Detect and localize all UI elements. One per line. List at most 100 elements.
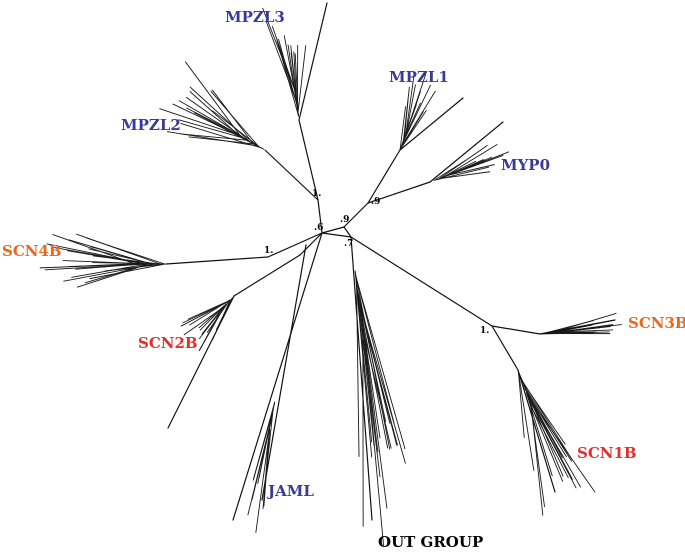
branch-outgroup xyxy=(350,236,373,521)
clade-label-myp0: MYP0 xyxy=(501,156,551,174)
mpzl1-leaf-11 xyxy=(399,106,406,151)
scn1b-leaf-17 xyxy=(524,388,567,458)
clade-label-scn2b: SCN2B xyxy=(138,334,198,352)
jaml-leaf-6 xyxy=(252,408,274,481)
branch-scn1b-long xyxy=(517,369,556,493)
scn2b-leaf-6 xyxy=(215,297,233,331)
branch-to-scn2b-node xyxy=(299,232,323,256)
mpzl1-leaf-5 xyxy=(399,111,424,150)
branch-scn3b-long xyxy=(539,319,616,335)
clade-label-scn3b: SCN3B xyxy=(628,314,685,332)
mpzl2-leaf-15 xyxy=(189,91,238,135)
scn1b-leaf-2 xyxy=(530,403,545,508)
clade-label-mpzl3: MPZL3 xyxy=(225,8,285,26)
mpzl2-leaf-11 xyxy=(185,61,241,137)
scn4b-leaf-20 xyxy=(90,246,152,265)
support-value-center-lower: .7 xyxy=(344,239,354,249)
mpzl1-leaf-3 xyxy=(405,73,415,135)
scn2b-leaf-7 xyxy=(183,308,222,336)
support-value-scn3b-node: 1. xyxy=(480,326,490,336)
myp0-leaf-11 xyxy=(444,156,492,177)
mpzl2-leaf-13 xyxy=(188,136,256,145)
scn4b-leaf-10 xyxy=(86,237,166,265)
jaml-leaf-7 xyxy=(265,412,274,473)
branch-scn4b xyxy=(165,256,269,265)
scn3b-leaf-11 xyxy=(551,324,593,334)
outgroup-leaf-18 xyxy=(355,275,395,425)
scn4b-leaf-5 xyxy=(39,263,140,269)
branch-scn1b xyxy=(491,325,519,371)
jaml-leaf-8 xyxy=(255,429,271,533)
mpzl2-leaf-17 xyxy=(186,107,237,134)
scn2b-leaf-9 xyxy=(198,303,227,351)
branch-myp0 xyxy=(367,181,431,204)
mpzl1-leaf-12 xyxy=(402,102,421,142)
outgroup-leaf-16 xyxy=(359,306,398,446)
mpzl3-leaf-8 xyxy=(271,26,296,91)
scn2b-leaf-13 xyxy=(198,303,227,340)
scn3b-leaf-3 xyxy=(558,329,614,333)
support-value-center-left: .6 xyxy=(314,223,324,233)
mpzl2-leaf-14 xyxy=(178,119,246,140)
core-branch-bottom xyxy=(321,232,352,238)
scn1b-leaf-13 xyxy=(517,369,535,471)
scn2b-leaf-12 xyxy=(187,300,230,320)
clade-label-mpzl2: MPZL2 xyxy=(121,116,181,134)
mpzl3-leaf-9 xyxy=(276,38,298,104)
outgroup-leaf-17 xyxy=(364,339,388,509)
branch-mpzl2 xyxy=(264,149,319,201)
outgroup-leaf-14 xyxy=(354,270,373,458)
scn3b-leaf-15 xyxy=(541,331,610,335)
scn1b-leaf-14 xyxy=(521,381,566,445)
branch-jaml-long xyxy=(232,232,323,521)
mpzl1-leaf-9 xyxy=(402,103,418,143)
mpzl1-leaf-7 xyxy=(400,90,436,148)
scn2b-leaf-2 xyxy=(201,305,225,335)
mpzl3-leaf-11 xyxy=(297,45,307,114)
support-value-mpzl-node: 1. xyxy=(312,189,322,199)
mpzl2-leaf-6 xyxy=(211,89,253,144)
outgroup-leaf-5 xyxy=(355,276,406,450)
branch-to-mpzl-node xyxy=(317,199,323,234)
clade-label-scn1b: SCN1B xyxy=(577,444,637,462)
branch-jaml xyxy=(261,244,307,501)
clade-label-outgroup: OUT GROUP xyxy=(378,533,484,551)
mpzl3-leaf-2 xyxy=(265,21,297,103)
mpzl1-leaf-4 xyxy=(401,84,431,146)
branch-to-scn4b-node xyxy=(267,232,323,258)
outgroup-leaf-12 xyxy=(357,291,375,446)
scn2b-leaf-11 xyxy=(198,305,225,329)
clade-label-scn4b: SCN4B xyxy=(2,242,62,260)
branch-mpzl1 xyxy=(367,149,401,204)
branch-mpzl1-long xyxy=(399,97,464,151)
scn3b-leaf-13 xyxy=(553,326,611,333)
branch-scn3b xyxy=(491,325,541,335)
clade-label-mpzl1: MPZL1 xyxy=(389,68,449,86)
outgroup-leaf-13 xyxy=(356,280,360,457)
scn1b-leaf-15 xyxy=(517,370,525,438)
scn1b-leaf-5 xyxy=(526,394,553,477)
scn4b-leaf-15 xyxy=(44,263,146,271)
outgroup-leaf-3 xyxy=(355,276,373,443)
branch-mpzl3-long xyxy=(298,2,328,121)
scn4b-leaf-21 xyxy=(89,263,166,280)
scn1b-leaf-16 xyxy=(526,393,573,480)
support-value-myp0-node: .9 xyxy=(371,197,381,207)
clade-label-jaml: JAML xyxy=(268,482,314,500)
core-branch-right xyxy=(343,226,352,238)
scn1b-leaf-9 xyxy=(531,406,569,478)
scn4b-leaf-18 xyxy=(104,263,165,272)
branch-mpzl3 xyxy=(298,119,319,201)
branch-scn2b xyxy=(233,254,301,297)
scn2b-leaf-10 xyxy=(189,299,231,326)
myp0-leaf-4 xyxy=(433,159,467,182)
mpzl1-leaf-13 xyxy=(403,86,410,141)
scn1b-leaf-6 xyxy=(523,384,573,462)
core-branch-top xyxy=(321,226,345,234)
mpzl3-leaf-7 xyxy=(262,7,296,91)
myp0-leaf-7 xyxy=(438,171,491,180)
mpzl3-leaf-3 xyxy=(283,35,297,97)
branch-to-scn3b-node xyxy=(350,236,493,327)
